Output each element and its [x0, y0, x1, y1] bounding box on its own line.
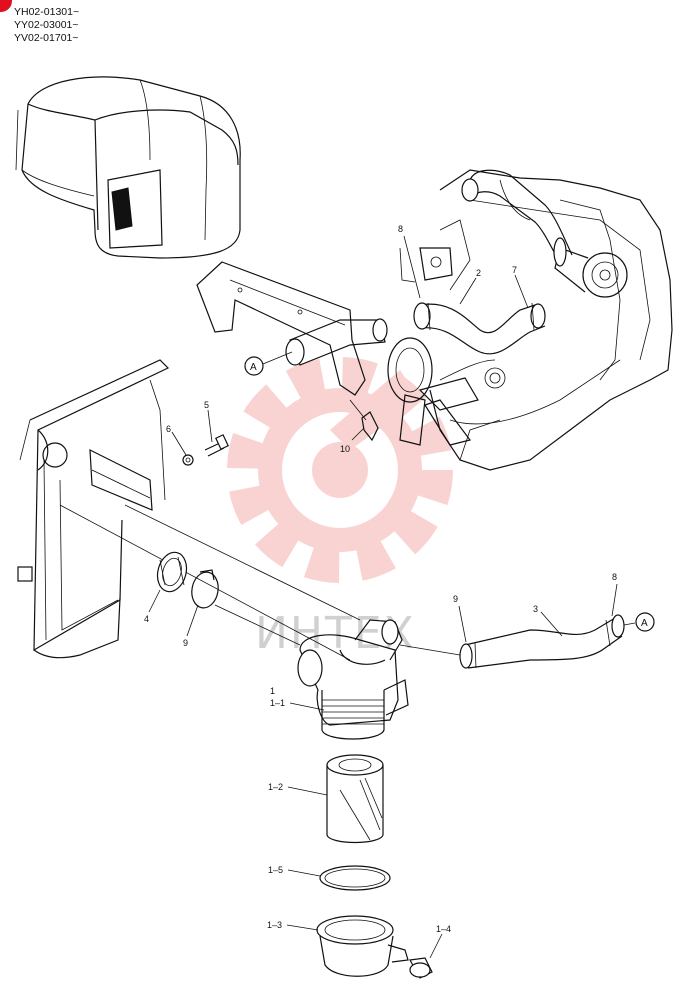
- callout-10: 10: [340, 444, 350, 454]
- reference-circle-a-right: [635, 612, 655, 632]
- mounting-bracket: [196, 261, 388, 396]
- callout-1-2: 1–2: [268, 782, 283, 792]
- callout-4: 4: [144, 614, 149, 624]
- callout-labels: 8 2 7 A 5 6 10 4 9 9 3 8 A 1 1–1 1–2 1–5…: [144, 224, 655, 934]
- callout-6: 6: [166, 424, 171, 434]
- washer-part-6: [182, 454, 194, 466]
- callout-1-4: 1–4: [436, 924, 451, 934]
- callout-8-top: 8: [398, 224, 403, 234]
- bolt-part-5: [204, 434, 229, 457]
- callout-1-3: 1–3: [267, 920, 282, 930]
- leader-lines: [59, 504, 461, 661]
- callout-7: 7: [512, 265, 517, 275]
- callout-1-5: 1–5: [268, 865, 283, 875]
- serial-number-1: YH02-01301~: [14, 6, 80, 18]
- callout-a-left: A: [250, 362, 257, 373]
- watermark-gear: [227, 357, 453, 583]
- cooling-fan: [387, 337, 496, 446]
- air-cleaner-ribs: [322, 699, 384, 725]
- filter-element-part-1-2: [326, 754, 384, 844]
- dust-cup-part-1-3: [316, 915, 409, 977]
- serial-number-2: YY02-03001~: [14, 19, 79, 31]
- clamp-part-9-left: [191, 569, 219, 609]
- serial-number-3: YV02-01701~: [14, 32, 79, 44]
- engine-assembly: [399, 169, 673, 471]
- machine-cabin-inset: [15, 76, 241, 259]
- callout-3: 3: [533, 604, 538, 614]
- callout-9-left: 9: [183, 638, 188, 648]
- callout-9-right: 9: [453, 594, 458, 604]
- callout-1: 1: [270, 686, 275, 696]
- callout-5: 5: [204, 400, 209, 410]
- radiator-frame: [17, 359, 170, 659]
- engine-side-hose: [413, 302, 546, 355]
- evacuator-valve-part-1-4: [409, 957, 433, 979]
- callout-leaders: [148, 235, 636, 959]
- o-ring-part-1-5: [319, 865, 391, 891]
- callout-a-right: A: [641, 618, 648, 629]
- air-cleaner-assembly: [297, 619, 409, 740]
- callout-2: 2: [476, 268, 481, 278]
- reference-circle-a-left: [244, 356, 264, 376]
- hose-part-3: [459, 614, 625, 669]
- hose-part-4: [156, 551, 188, 593]
- callout-1-1: 1–1: [270, 698, 285, 708]
- callout-8-right: 8: [612, 572, 617, 582]
